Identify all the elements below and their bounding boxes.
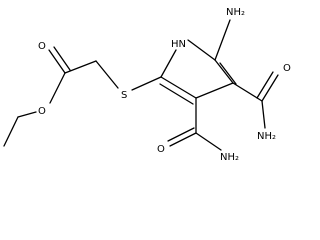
bond-ch2-c — [64, 60, 97, 74]
structure-diagram: NH₂ HN S O O O NH₂ O NH₂ — [3, 7, 291, 163]
atom-label-nh-ring: HN — [171, 39, 186, 50]
bond-c5-c4-double — [219, 62, 237, 85]
bond-c-o-double-b — [53, 46, 71, 71]
bond-camide2-o-b — [167, 127, 195, 142]
atom-label-sulfur: S — [121, 90, 127, 101]
bond-c3-c2 — [160, 76, 197, 99]
bond-c5-c4 — [214, 59, 234, 84]
atom-label-nh2-top: NH₂ — [226, 7, 245, 18]
bond-s-ch2 — [95, 60, 119, 89]
atom-label-o-amide-bottom: O — [157, 144, 165, 155]
bond-c4-c3 — [195, 82, 234, 99]
bond-c2-n — [160, 49, 177, 78]
bond-c-o-ester — [49, 72, 66, 104]
bond-n-c5 — [187, 39, 216, 61]
atom-label-nh2-amide-right: NH₂ — [257, 131, 276, 142]
bond-c2-s — [131, 76, 162, 91]
bond-ch2-ch3 — [3, 116, 19, 147]
atom-label-o-ester: O — [38, 106, 46, 117]
bonds — [3, 19, 279, 151]
bond-camide2-o-a — [169, 132, 197, 147]
atom-labels: NH₂ HN S O O O NH₂ O NH₂ — [38, 7, 291, 163]
bond-camide-o-a — [261, 74, 279, 102]
bond-c4-camide — [232, 82, 263, 102]
atom-label-o-carbonyl: O — [38, 41, 46, 52]
bond-c-o-double-a — [48, 49, 66, 74]
atom-label-nh2-amide-bottom: NH₂ — [220, 152, 239, 163]
bond-c5-nh2 — [214, 19, 231, 61]
bond-camide2-nh2 — [195, 132, 222, 151]
bond-c3-c2-double — [159, 83, 194, 105]
bond-camide-nh2 — [261, 100, 266, 129]
bond-o-ch2 — [17, 111, 37, 118]
bond-camide-o-b — [256, 71, 274, 99]
atom-label-o-amide-right: O — [283, 63, 291, 74]
molecule-drawing: NH₂ HN S O O O NH₂ O NH₂ — [3, 7, 291, 163]
